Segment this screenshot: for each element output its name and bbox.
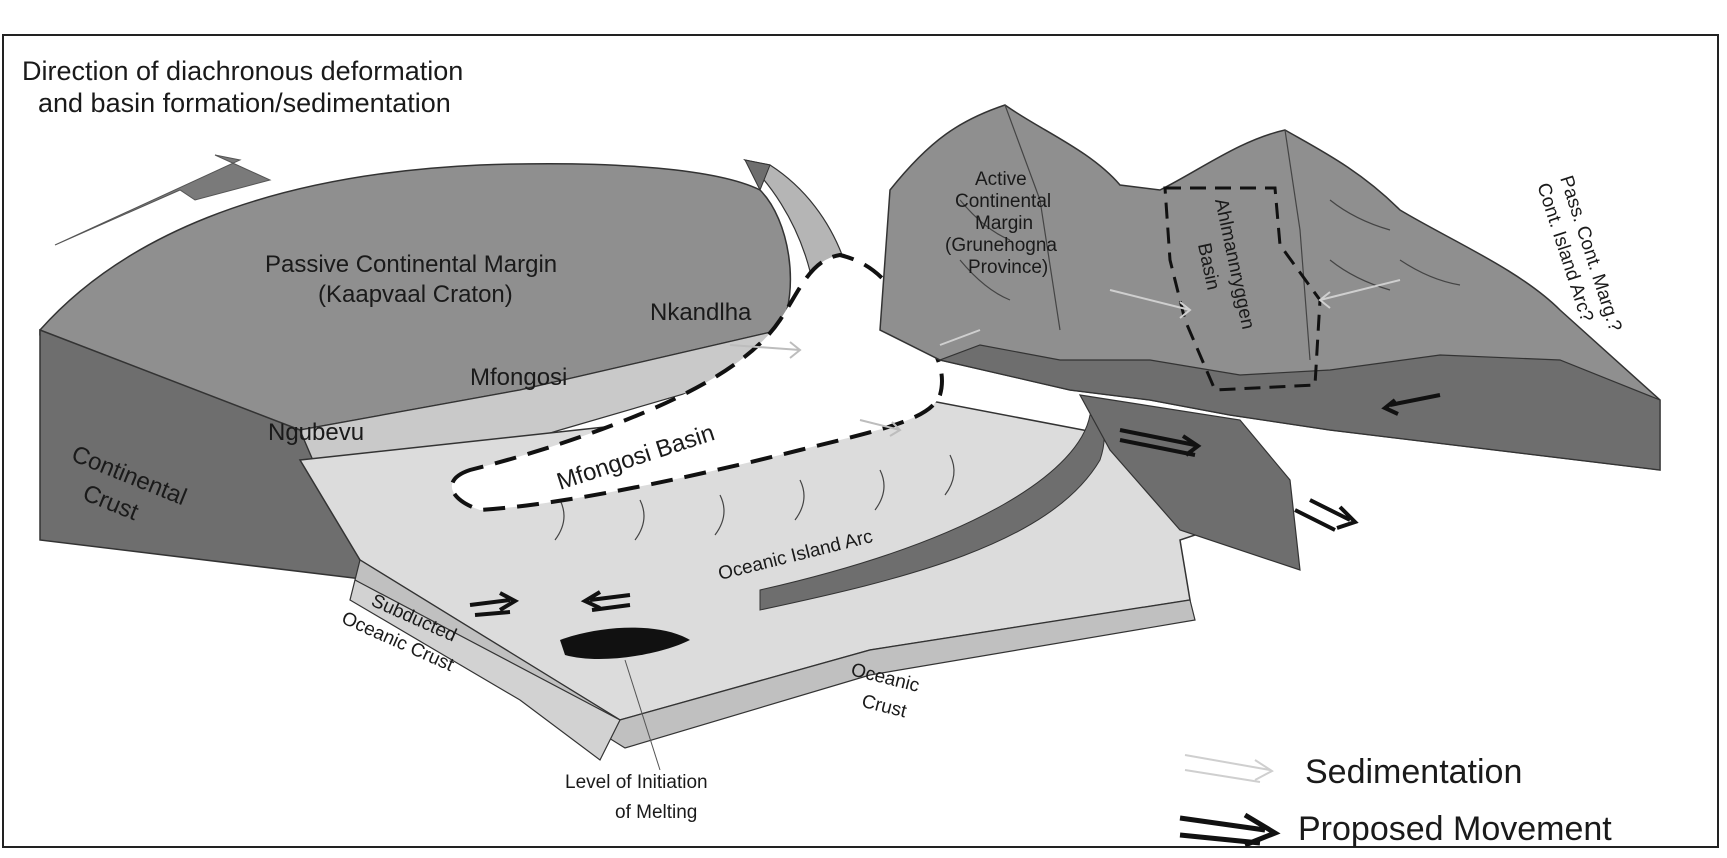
active-margin-label-4: (Grunehogna	[945, 235, 1057, 256]
direction-note-line-2: and basin formation/sedimentation	[38, 88, 451, 118]
scarp-edge	[744, 159, 771, 192]
melting-zone	[560, 627, 690, 660]
sediment-arrows-right	[939, 279, 1401, 346]
active-margin-label-1: Active	[975, 169, 1027, 190]
legend: Sedimentation Proposed Movement	[1179, 753, 1612, 848]
ahlmannryggen-basin-outline	[1163, 186, 1322, 392]
movement-legend-icon	[1179, 812, 1281, 848]
melting-label-2: of Melting	[615, 802, 697, 823]
melting-label-1: Level of Initiation	[565, 772, 708, 793]
passive-margin-surface	[39, 162, 792, 431]
mfongosi-label: Mfongosi	[470, 364, 567, 391]
right-crust-dark	[937, 344, 1661, 471]
active-margin-label-2: Continental	[955, 191, 1051, 212]
ngubevu-label: Ngubevu	[268, 419, 364, 446]
subducted-crust	[349, 579, 621, 761]
nkandlha-label: Nkandlha	[650, 299, 752, 326]
legend-sedimentation: Sedimentation	[1305, 753, 1522, 791]
passive-margin-label-2: (Kaapvaal Craton)	[318, 281, 513, 308]
direction-note-line-1: Direction of diachronous deformation	[22, 56, 463, 86]
active-margin-label: Active Continental Margin (Grunehogna Pr…	[945, 169, 1057, 278]
melting-leader-line	[624, 659, 661, 771]
right-slab-dark	[1078, 394, 1301, 571]
sedimentation-legend-icon	[1184, 754, 1274, 783]
passive-margin-label-1: Passive Continental Margin	[265, 251, 557, 278]
ridge-lines	[959, 104, 1461, 361]
legend-proposed-movement: Proposed Movement	[1298, 810, 1612, 848]
direction-arrow-icon	[54, 154, 272, 246]
sediment-arrows-left	[729, 341, 902, 437]
slab-flow-lines	[554, 454, 955, 541]
active-margin-label-5: Province)	[968, 257, 1048, 278]
movement-arrows	[469, 393, 1441, 617]
active-margin-label-3: Margin	[975, 213, 1033, 234]
